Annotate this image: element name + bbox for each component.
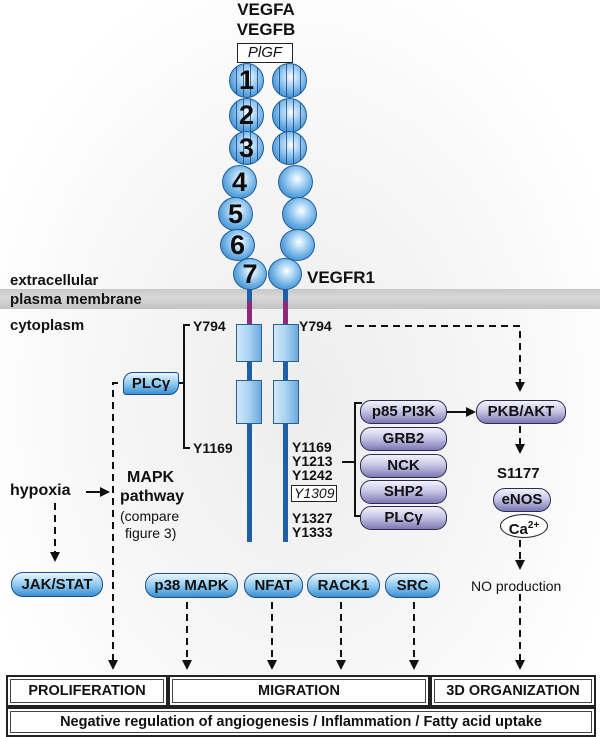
mapk-line3: (compare: [120, 508, 180, 524]
effector-p38-mapk: p38 MAPK: [145, 573, 238, 598]
site-right-y794: Y794: [299, 318, 332, 334]
mapk-line4: figure 3): [125, 525, 177, 541]
ig-domain-right-2: [272, 98, 307, 133]
stem-right-upper: [283, 281, 288, 301]
label-extracellular: extracellular: [10, 272, 99, 289]
outcome-proliferation: PROLIFERATION: [6, 675, 168, 707]
y794-to-pkb-arrow: [345, 325, 525, 392]
ig-domain-right-5: [282, 197, 317, 231]
adaptor-nck: NCK: [360, 454, 447, 478]
pkb-akt: PKB/AKT: [476, 400, 566, 424]
outcome-3d-organization: 3D ORGANIZATION: [430, 675, 596, 707]
calcium-ion: Ca2+: [500, 514, 548, 538]
ig-domain-5: 5: [218, 197, 253, 231]
effector-nfat: NFAT: [244, 573, 303, 598]
mapk-line1: MAPK: [127, 469, 175, 486]
enos: eNOS: [493, 488, 551, 512]
ig-domain-right-6: [280, 229, 315, 261]
label-cytoplasm: cytoplasm: [10, 317, 85, 334]
transmembrane-right: [283, 284, 288, 326]
mapk-line2: pathway: [120, 488, 185, 505]
kinase-domain-right-1: [273, 324, 299, 362]
no-production: NO production: [471, 578, 562, 594]
ig-domain-7: 7: [233, 258, 267, 290]
kinase-domain-left-2: [236, 380, 262, 424]
adaptor-grb2: GRB2: [360, 427, 447, 451]
effector-src: SRC: [385, 573, 440, 598]
hypoxia-label: hypoxia: [10, 482, 71, 499]
stem-right-cytoplasmic: [283, 326, 288, 542]
ig-domain-4: 4: [222, 165, 257, 199]
kinase-domain-left-1: [236, 324, 262, 362]
ig-domain-6: 6: [220, 229, 255, 261]
kinase-domain-right-2: [273, 380, 299, 424]
ig-domain-3: 3: [229, 131, 264, 165]
transmembrane-left: [247, 284, 252, 326]
site-left-y794: Y794: [193, 318, 226, 334]
receptor-name: VEGFR1: [307, 268, 376, 287]
adaptor-bracket: [354, 402, 362, 517]
plasma-membrane-band: [0, 289, 600, 309]
ligand-vegfa: VEGFA: [237, 0, 295, 19]
ig-domain-1: 1: [229, 63, 264, 98]
site-y1213: Y1213: [292, 453, 333, 469]
site-y1242: Y1242: [292, 467, 333, 483]
adaptor-plc-gamma: PLCγ: [360, 506, 447, 530]
plc-gamma-left: PLCγ: [123, 372, 179, 395]
stem-left-upper: [247, 281, 252, 301]
ligand-plgf: PlGF: [237, 43, 293, 63]
ig-domain-2: 2: [229, 98, 264, 133]
site-s1177: S1177: [497, 465, 540, 482]
ligand-vegfb: VEGFB: [236, 20, 296, 39]
site-y1169: Y1169: [292, 439, 332, 455]
effector-rack1: RACK1: [307, 573, 380, 598]
ig-domain-right-7: [268, 258, 302, 290]
site-y1327: Y1327: [292, 510, 333, 526]
site-left-y1169: Y1169: [193, 440, 233, 456]
left-site-bracket: [183, 324, 190, 449]
ig-domain-right-3: [272, 131, 307, 165]
outcome-negative-regulation: Negative regulation of angiogenesis / In…: [6, 707, 596, 737]
stem-left-cytoplasmic: [247, 326, 252, 542]
site-y1333: Y1333: [292, 524, 333, 540]
adaptor-p85-pi3k: p85 PI3K: [360, 400, 447, 424]
ig-domain-right-1: [272, 63, 307, 98]
site-y1309-boxed: Y1309: [291, 485, 338, 502]
adaptor-shp2: SHP2: [360, 480, 447, 504]
ig-domain-right-4: [278, 165, 313, 199]
outcome-migration: MIGRATION: [168, 675, 430, 707]
label-plasma-membrane: plasma membrane: [10, 291, 142, 308]
effector-jak-stat: JAK/STAT: [11, 572, 103, 597]
